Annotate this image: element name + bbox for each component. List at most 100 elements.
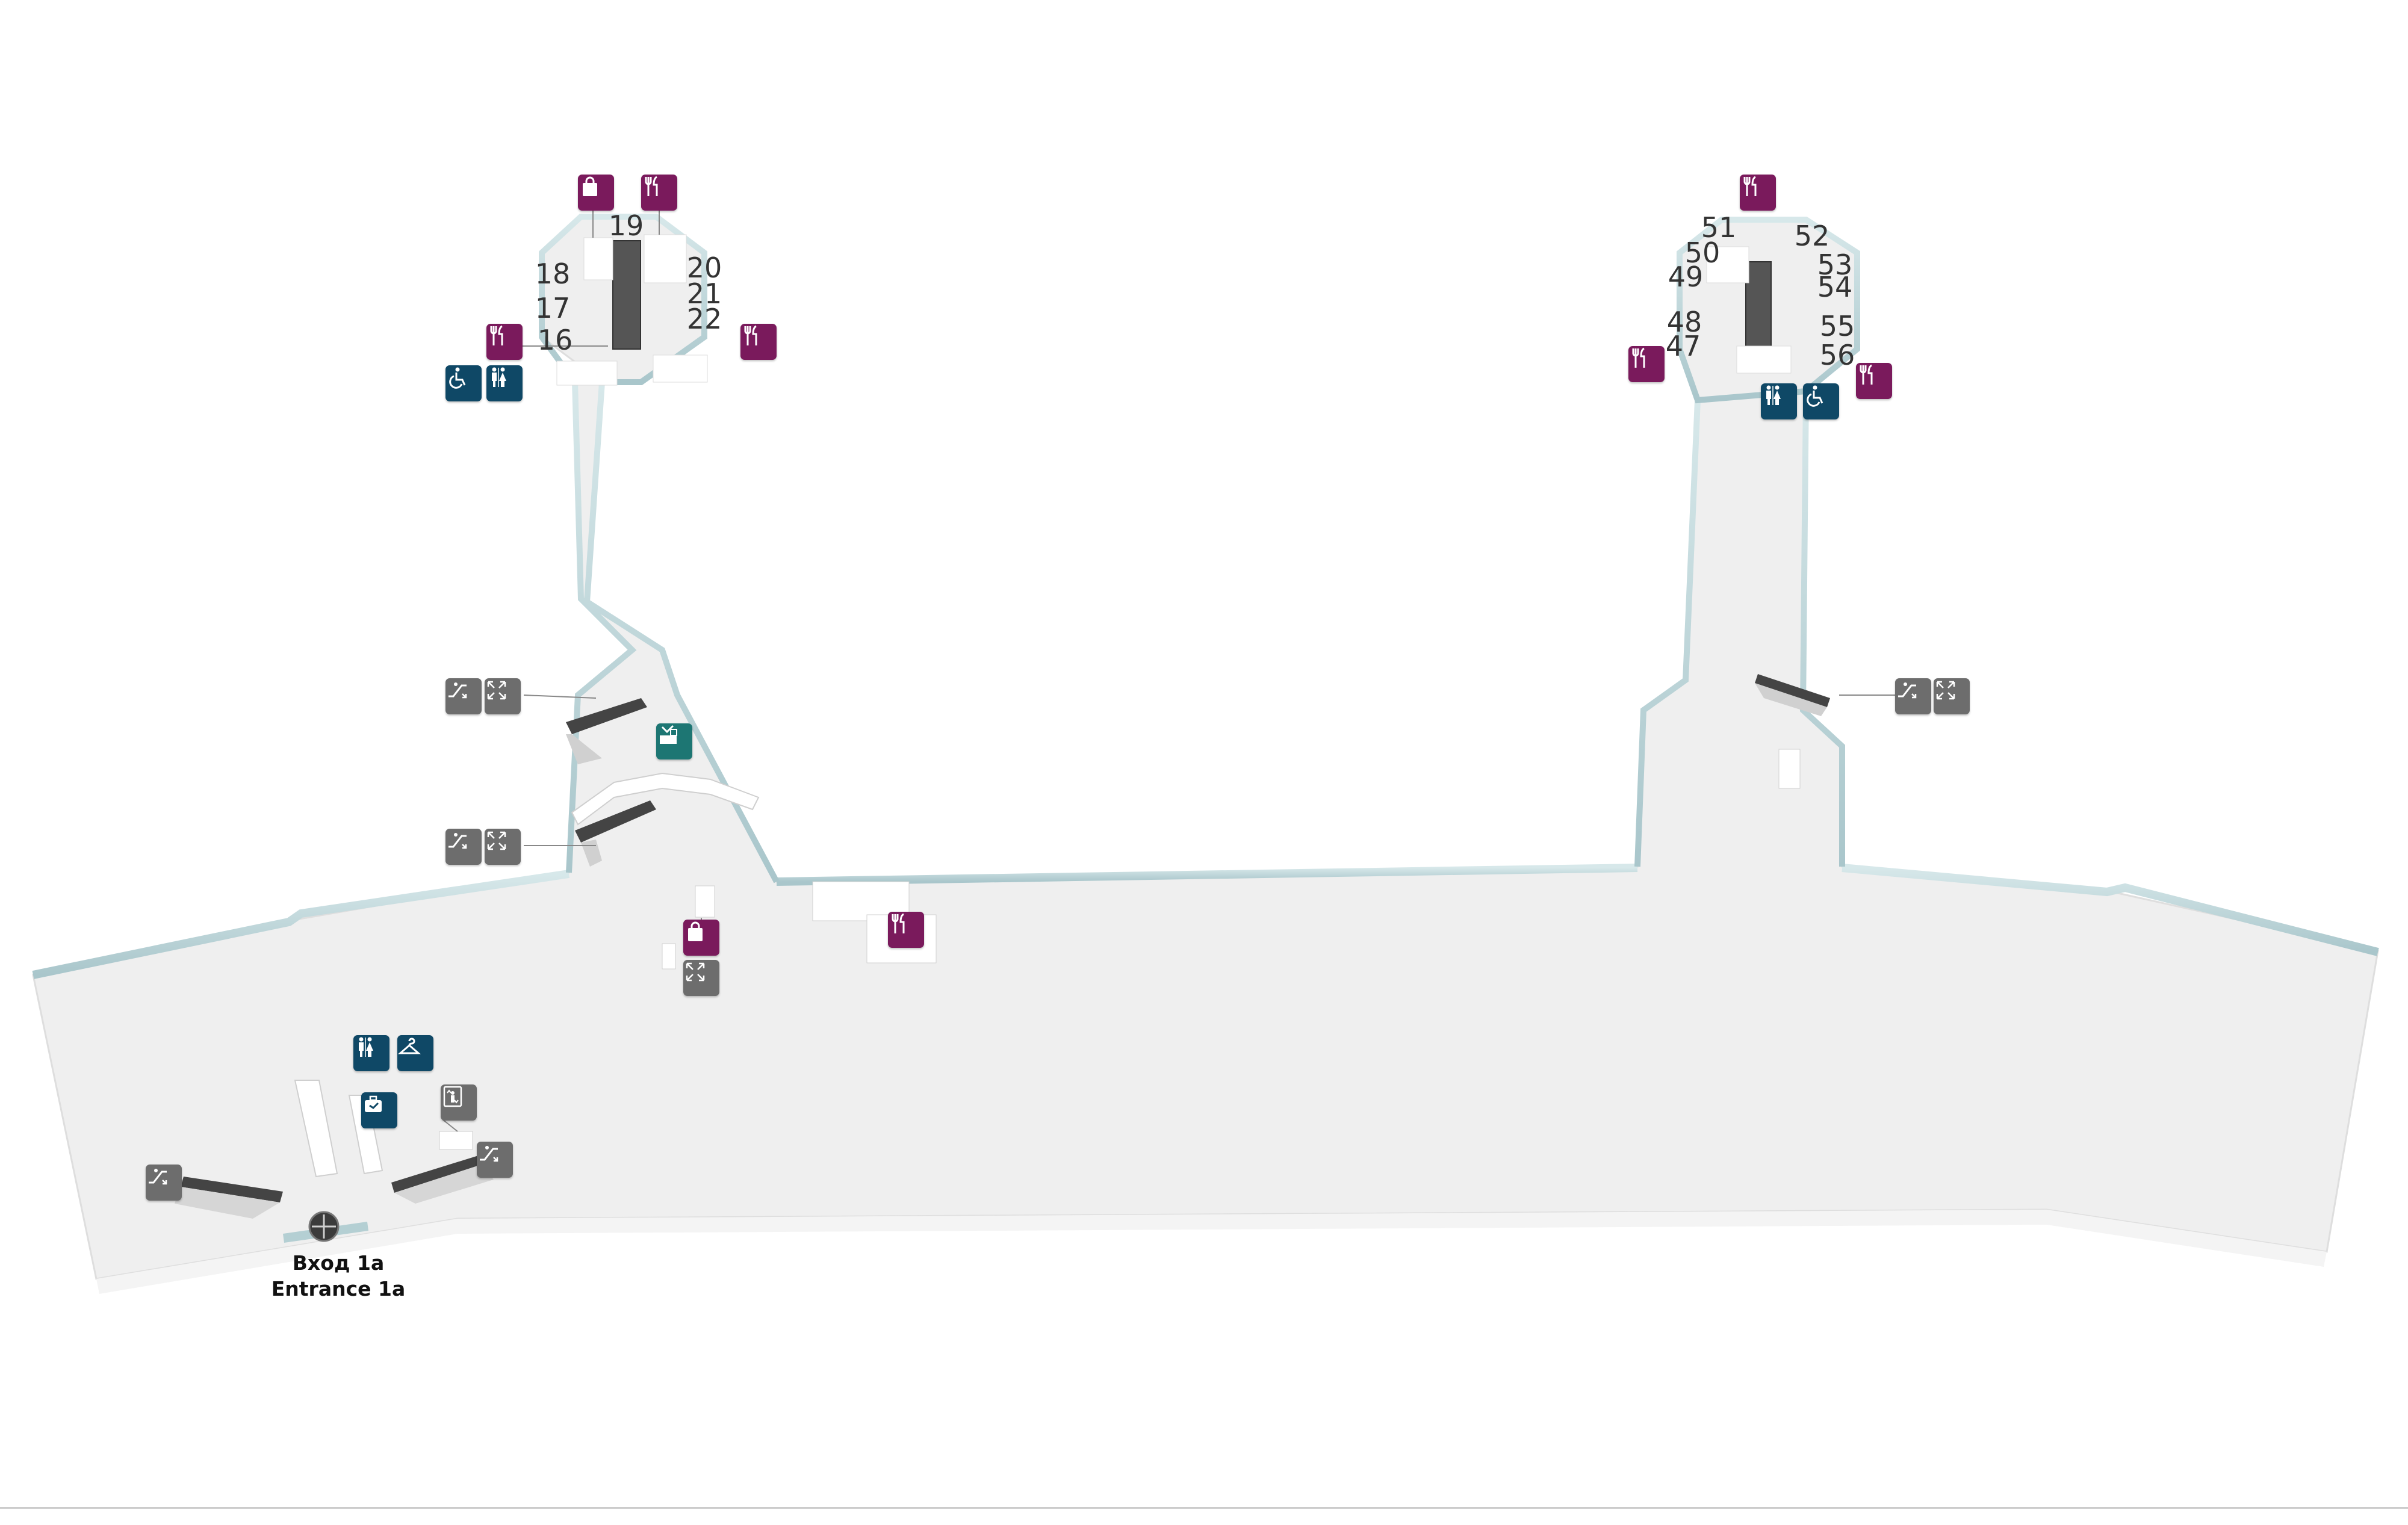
food-icon[interactable] bbox=[888, 912, 924, 948]
entrance-label-ru: Вход 1а bbox=[292, 1251, 385, 1275]
transfer-icon-glyph bbox=[1936, 681, 1955, 700]
transfer-icon[interactable] bbox=[683, 960, 719, 996]
gate-label: 20 bbox=[686, 252, 722, 284]
escalator-icon-glyph bbox=[1898, 682, 1917, 699]
accessible-icon-glyph bbox=[449, 367, 466, 389]
kiosk-tiny bbox=[662, 943, 676, 970]
escalator-icon[interactable] bbox=[1895, 678, 1931, 714]
accessible-icon[interactable] bbox=[445, 365, 482, 401]
baggage-icon[interactable] bbox=[361, 1092, 397, 1128]
toilet-icon[interactable] bbox=[486, 365, 523, 401]
food-icon[interactable] bbox=[1628, 346, 1665, 382]
gate-label: 51 bbox=[1701, 211, 1737, 244]
escalator-icon[interactable] bbox=[445, 829, 482, 865]
concourse-shadow bbox=[96, 1210, 2327, 1294]
food-icon[interactable] bbox=[740, 324, 777, 360]
accessible-icon-glyph bbox=[1807, 385, 1823, 407]
transfer-icon[interactable] bbox=[1934, 678, 1970, 714]
escalator-ramp-east-shadow bbox=[1755, 683, 1827, 716]
food-icon[interactable] bbox=[1856, 363, 1892, 399]
gate-label: 48 bbox=[1666, 306, 1702, 338]
glass-rotunda-west bbox=[539, 214, 707, 385]
food-icon-glyph bbox=[1743, 176, 1757, 196]
food-icon-glyph bbox=[744, 325, 757, 345]
baggage-counter bbox=[439, 1131, 473, 1150]
glass-wall-east bbox=[1842, 864, 2379, 956]
entrance-label: Вход 1а Entrance 1a bbox=[272, 1251, 406, 1302]
escalator-ramp-west-upper-shadow bbox=[566, 734, 602, 764]
food-icon[interactable] bbox=[486, 324, 523, 360]
kiosk-east bbox=[1778, 749, 1801, 789]
glass-wall-pier-east bbox=[1634, 400, 1701, 867]
food-icon-glyph bbox=[645, 176, 658, 196]
gate-label: 21 bbox=[686, 277, 722, 310]
gate-label: 47 bbox=[1665, 330, 1701, 362]
shop-icon[interactable] bbox=[683, 920, 719, 956]
toilet-icon-glyph bbox=[359, 1037, 373, 1057]
escalator-icon-glyph bbox=[448, 682, 467, 699]
escalator-icon[interactable] bbox=[445, 678, 482, 714]
accessible-icon[interactable] bbox=[1803, 383, 1839, 419]
gate-label: 52 bbox=[1794, 220, 1830, 252]
food-icon-glyph bbox=[1860, 364, 1873, 385]
elevator-icon[interactable] bbox=[441, 1084, 477, 1121]
escalator-ramp-west-lower-shadow bbox=[581, 840, 602, 867]
transfer-icon-glyph bbox=[487, 681, 506, 700]
toilet-icon-glyph bbox=[1766, 385, 1781, 405]
escalator-ramp-west-lower bbox=[575, 800, 656, 843]
shop-icon-glyph bbox=[688, 921, 703, 941]
shop-icon-glyph bbox=[583, 176, 597, 196]
shop-icon[interactable] bbox=[578, 175, 614, 211]
entrance-label-en: Entrance 1a bbox=[271, 1276, 406, 1301]
escalator-icon[interactable] bbox=[146, 1165, 182, 1201]
transfer-icon[interactable] bbox=[485, 829, 521, 865]
gate-label: 17 bbox=[535, 292, 571, 324]
transfer-icon-glyph bbox=[686, 962, 705, 982]
checkin-icon[interactable] bbox=[656, 723, 692, 759]
checkin-icon-glyph bbox=[660, 725, 677, 744]
shop-block-east-2 bbox=[1736, 345, 1792, 374]
gate-label: 22 bbox=[686, 303, 722, 335]
checkin-desk-row bbox=[571, 772, 760, 826]
elevator-icon-glyph bbox=[443, 1086, 462, 1107]
escalator-icon-glyph bbox=[448, 833, 467, 849]
shop-block-west-2 bbox=[644, 234, 687, 283]
toilet-icon-glyph bbox=[492, 367, 506, 387]
gate-label: 56 bbox=[1819, 339, 1855, 371]
escalator-west-rotunda bbox=[612, 240, 641, 350]
gate-label: 50 bbox=[1684, 237, 1721, 269]
glass-wall-center bbox=[776, 864, 1638, 886]
glass-wall-pier-east-right bbox=[1799, 391, 1845, 867]
glass-wall-pier-west-right bbox=[583, 382, 780, 883]
gate-label: 54 bbox=[1817, 271, 1853, 303]
gate-label: 55 bbox=[1819, 310, 1855, 342]
cloakroom-icon-glyph bbox=[397, 1038, 421, 1054]
food-icon[interactable] bbox=[641, 175, 677, 211]
cloakroom-icon[interactable] bbox=[397, 1035, 433, 1071]
security-block-1 bbox=[294, 1080, 338, 1178]
gate-label: 53 bbox=[1817, 249, 1853, 281]
escalator-east-rotunda bbox=[1745, 261, 1772, 359]
food-icon-glyph bbox=[892, 913, 905, 933]
escalator-ramp-south-center-shadow bbox=[394, 1165, 494, 1204]
transfer-icon[interactable] bbox=[485, 678, 521, 714]
food-icon-glyph bbox=[490, 325, 503, 345]
toilet-icon[interactable] bbox=[353, 1035, 389, 1071]
toilet-icon[interactable] bbox=[1761, 383, 1797, 419]
food-icon[interactable] bbox=[1740, 175, 1776, 211]
glass-wall-south-west bbox=[32, 870, 570, 979]
shop-block-west-3 bbox=[556, 360, 618, 386]
food-court-block bbox=[812, 881, 910, 921]
transfer-icon-glyph bbox=[487, 831, 506, 850]
frame-bottom-border bbox=[0, 1507, 2408, 1509]
escalator-ramp-south-west-shadow bbox=[175, 1187, 280, 1219]
escalator-icon[interactable] bbox=[477, 1142, 513, 1178]
escalator-ramp-south-center bbox=[391, 1155, 482, 1193]
shop-block-west-1 bbox=[583, 237, 613, 280]
shop-block-east-1 bbox=[1706, 246, 1749, 283]
escalator-icon-glyph bbox=[149, 1169, 167, 1185]
gate-label: 18 bbox=[535, 258, 571, 290]
escalator-ramp-west-upper bbox=[566, 698, 647, 734]
